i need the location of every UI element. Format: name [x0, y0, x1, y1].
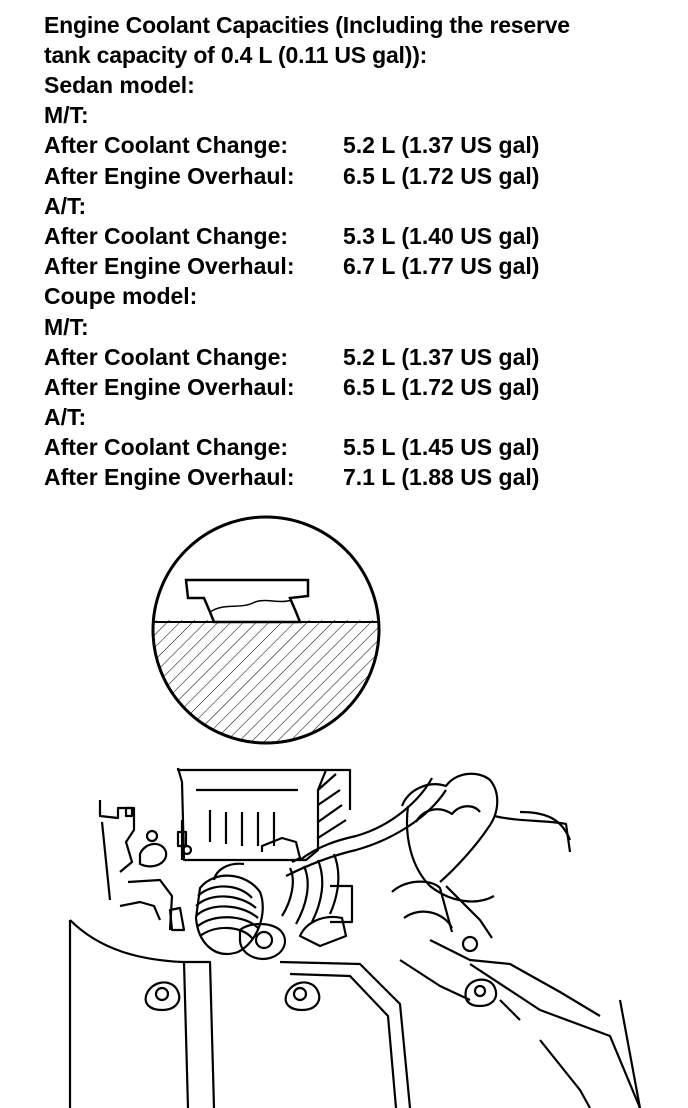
- capacity-row: After Engine Overhaul: 6.5 L (1.72 US gal…: [44, 161, 664, 191]
- capacity-row: After Coolant Change: 5.3 L (1.40 US gal): [44, 221, 664, 251]
- capacity-label: After Coolant Change:: [44, 434, 289, 461]
- capacity-label: After Coolant Change:: [44, 343, 289, 370]
- capacity-label: After Coolant Change:: [44, 222, 289, 249]
- coolant-capacity-spec: Engine Coolant Capacities (Including the…: [44, 10, 664, 493]
- capacity-row: After Engine Overhaul: 7.1 L (1.88 US gal…: [44, 462, 664, 492]
- capacity-row: After Coolant Change: 5.2 L (1.37 US gal): [44, 342, 664, 372]
- capacity-row: After Engine Overhaul: 6.7 L (1.77 US gal…: [44, 251, 664, 281]
- capacity-value: 5.2 L (1.37 US gal): [343, 343, 540, 370]
- capacity-value: 6.7 L (1.77 US gal): [343, 253, 540, 280]
- capacity-value: 6.5 L (1.72 US gal): [343, 162, 540, 189]
- capacity-label: After Engine Overhaul:: [44, 162, 295, 189]
- capacity-label: After Coolant Change:: [44, 132, 289, 159]
- spec-heading-line-2: tank capacity of 0.4 L (0.11 US gal)):: [44, 42, 428, 68]
- capacity-value: 5.5 L (1.45 US gal): [343, 434, 540, 461]
- coolant-fill-illustration: [68, 515, 642, 1108]
- capacity-value: 5.2 L (1.37 US gal): [343, 132, 540, 159]
- model-title-sedan: Sedan model:: [44, 72, 195, 98]
- capacity-row: After Engine Overhaul: 6.5 L (1.72 US gal…: [44, 372, 664, 402]
- capacity-label: After Engine Overhaul:: [44, 373, 295, 400]
- capacity-row: After Coolant Change: 5.2 L (1.37 US gal): [44, 130, 664, 160]
- transmission-title-sedan-at: A/T:: [44, 192, 87, 219]
- capacity-value: 7.1 L (1.88 US gal): [343, 464, 540, 491]
- capacity-value: 5.3 L (1.40 US gal): [343, 222, 540, 249]
- capacity-label: After Engine Overhaul:: [44, 253, 295, 280]
- capacity-value: 6.5 L (1.72 US gal): [343, 373, 540, 400]
- model-title-coupe: Coupe model:: [44, 283, 198, 310]
- transmission-title-sedan-mt: M/T:: [44, 102, 89, 129]
- capacity-row: After Coolant Change: 5.5 L (1.45 US gal): [44, 432, 664, 462]
- capacity-label: After Engine Overhaul:: [44, 464, 295, 491]
- transmission-title-coupe-mt: M/T:: [44, 313, 89, 340]
- transmission-title-coupe-at: A/T:: [44, 404, 87, 431]
- spec-heading-line-1: Engine Coolant Capacities (Including the…: [44, 12, 570, 38]
- coolant-level-detail-icon: [151, 515, 381, 745]
- coolant-filling-icon: [68, 767, 642, 1108]
